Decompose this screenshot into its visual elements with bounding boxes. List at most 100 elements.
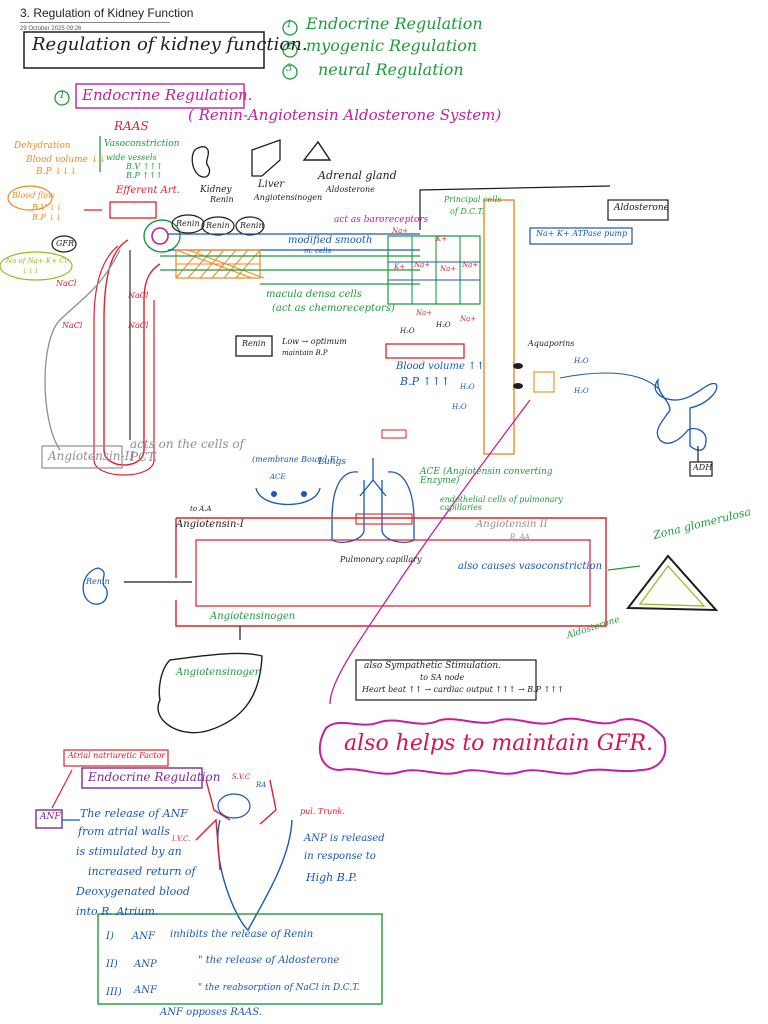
anp-line-2: in response to [304,851,376,862]
anf-desc-1: The release of ANF [80,807,188,820]
anf-endocrine: Endocrine Regulation [88,770,221,784]
h2o-label: H₂O [460,383,475,391]
nacl-a: NaCl [128,291,149,300]
na-k-pump: Na+ K+ ATPase pump [536,229,628,238]
anf-desc-6: into R. Atrium. [76,905,159,918]
point-2-num: II) [106,959,118,970]
endothelial-label: endothelial cells of pulmonary capillari… [440,495,563,513]
point-3-b: " the reabsorption of NaCl in D.C.T. [198,983,360,993]
anf-desc-3: is stimulated by an [76,845,182,858]
blood-volume-note: Blood volume ↓↓ [26,155,106,165]
outline-item-2: myogenic Regulation [306,36,478,55]
section-title: 3. Regulation of Kidney Function [20,6,194,20]
baroreceptor-label: act as baroreceptors [334,215,429,225]
endocrine-num: 1 [59,90,66,101]
h2o-label: H₂O [574,387,589,395]
chemoreceptor-label: (act as chemoreceptors) [272,303,395,314]
aldosterone-box-label: Aldosterone [614,203,669,213]
modified-smooth-label: modified smooth [288,235,373,246]
anf-desc-4: increased return of [88,865,196,878]
bv-note: B.V ↓↓ [32,203,63,212]
k-label: K+ [394,263,406,271]
gfr-statement: also helps to maintain GFR. [344,731,654,756]
page-heading: Regulation of kidney function. [32,34,308,55]
na-label: Na+ [416,309,433,317]
outline-num-2: 2 [286,41,293,52]
point-2-b: " the release of Aldosterone [198,955,340,966]
ace-small-label: ACE [270,473,286,481]
acts-on-pct: acts on the cells of PCT. [130,437,245,464]
endocrine-title-box [75,83,245,109]
point-1-b: inhibits the release of Renin [170,929,314,940]
renin-kidney-label: Renin [86,577,110,586]
page-date: 29 October 2025 09:26 [20,26,82,32]
anf-label: ANF [40,812,61,822]
bp-note: B.P ↓↓↓ [36,167,78,177]
adh-label: ADH [693,463,713,472]
gfr-note-2: ↓↓↓ [22,267,40,275]
kidney-renin: Renin [210,195,234,204]
liver-label: Liver [258,179,285,190]
point-2-a: ANP [134,959,157,970]
maintain-bp: maintain B.P [282,349,328,357]
k-label: K+ [436,235,448,243]
ace-full-label: ACE (Angiotensin converting Enzyme) [420,467,553,487]
anf-desc-2: from atrial walls [78,825,170,838]
outline-item-3: neural Regulation [318,60,464,79]
adrenal-gland-label: Adrenal gland [318,169,397,182]
anp-line-1: ANP is released [304,833,385,844]
bp2-note: B.P ↓↓ [32,213,62,222]
outline-num-3: 3 [286,63,293,74]
h2o-label: H₂O [400,327,415,335]
angiotensinogen-liver: Angiotensinogen [176,667,262,678]
principal-cells: Principal cells [444,195,502,204]
title-underline [20,22,170,23]
blood-flow-note: Blood flow [12,191,55,200]
anp-line-3: High B.P. [306,871,357,884]
point-3-num: III) [106,987,122,998]
vaso-sub2: B.V ↑↑↑ [126,162,163,171]
sympathetic-line-1: also Sympathetic Stimulation. [364,661,501,671]
anf-desc-5: Deoxygenated blood [76,885,190,898]
angiotensin-ii-label: Angiotensin-II [48,449,135,463]
na-label: Na+ [392,227,409,235]
outline-circle [282,20,298,36]
sympathetic-line-3: Heart beat ↑↑ → cardiac output ↑↑↑ → B.P… [362,685,564,694]
endocrine-title: Endocrine Regulation. [82,86,253,104]
renin-blob-3: Renin [240,221,264,230]
anf-box-title: Atrial natriuretic Factor [68,751,166,760]
vasoconstriction-note: Vasoconstriction [104,139,180,149]
sympathetic-line-2: to SA node [420,673,465,682]
kidney-label: Kidney [200,185,232,195]
svc-label: S.V.C [232,773,251,781]
gfr-label: GFR [56,239,74,248]
ra-label: RA [256,781,267,789]
dehydration-note: Dehydration [14,141,71,151]
adrenal-aldosterone: Aldosterone [326,185,375,194]
bp-up: B.P ↑↑↑ [400,375,451,388]
raas-label: RAAS [114,119,149,133]
na-label: Na+ [462,261,479,269]
blood-volume-up: Blood volume ↑↑ [396,361,485,372]
raas-full: ( Renin-Angiotensin Aldosterone System) [188,106,502,124]
h2o-label: H₂O [574,357,589,365]
membrane-bound-label: (membrane Bound E) [252,455,339,464]
b-aa-label: B. AA [510,533,530,541]
vasoconstriction-label: also causes vasoconstriction [458,561,603,572]
angiotensin-ii-lung: Angiotensin II [476,519,548,530]
pul-trunk-label: pul. Trunk. [300,807,345,816]
h2o-label: H₂O [436,321,451,329]
macula-densa-label: macula densa cells [266,289,362,300]
nacl-b: NaCl [62,321,83,330]
efferent-label: Efferent Art. [116,185,180,196]
section-circle [54,90,70,106]
outline-circle [282,64,298,80]
na-label: Na+ [414,261,431,269]
liver-angiotensinogen: Angiotensinogen [254,193,323,202]
renin-blob-2: Renin [206,221,230,230]
nacl-left: NaCl [56,279,77,288]
na-label: Na+ [460,315,477,323]
gfr-note-1: No of Na+ K+ Cl- [6,257,70,265]
nacl-c: NaCl [128,321,149,330]
of-dct: of D.C.T. [450,207,485,216]
